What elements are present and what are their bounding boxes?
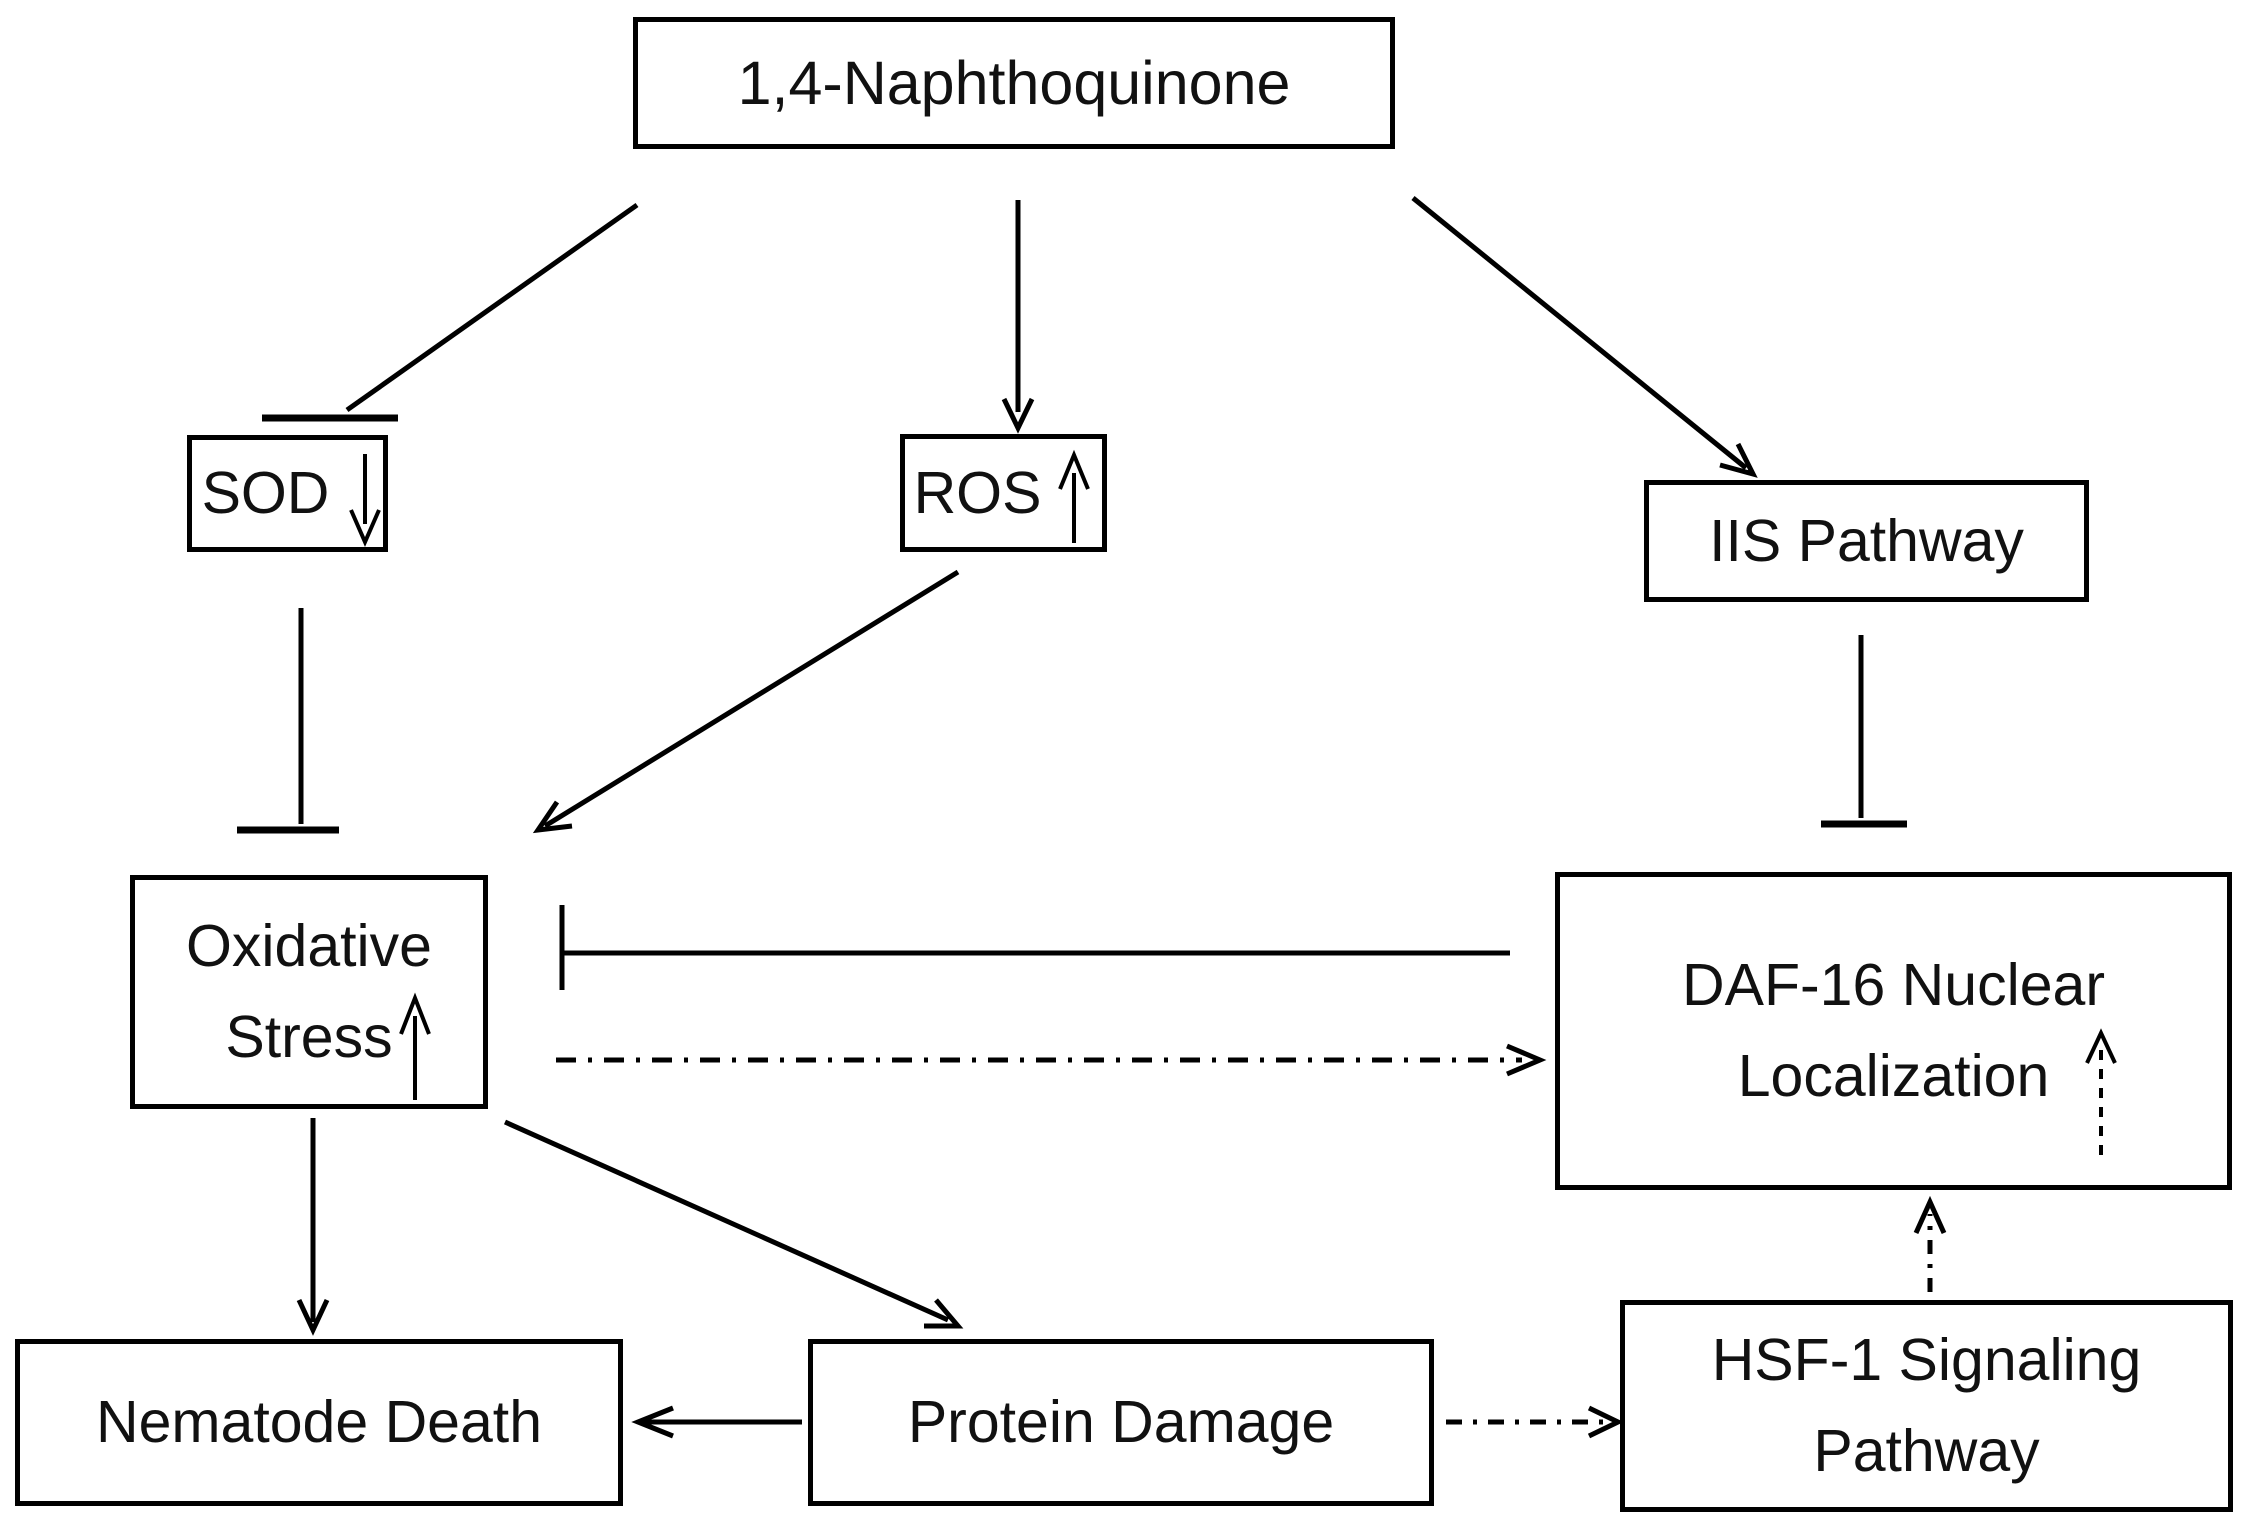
edge-nq-sod-line <box>345 202 639 413</box>
edge-ox-nd-arrowhead <box>296 1298 330 1336</box>
node-iis-pathway-label: IIS Pathway <box>1709 507 2024 574</box>
edge-ox-pd-line <box>503 1119 950 1323</box>
node-iis-pathway: IIS Pathway <box>1644 480 2089 602</box>
edge-pd-nd-arrowhead <box>631 1405 674 1439</box>
edge-ros-ox-line <box>543 569 960 829</box>
node-hsf1: HSF-1 Signaling Pathway <box>1620 1300 2233 1512</box>
edge-nq-ros-arrowhead <box>1001 397 1035 434</box>
node-nematode-death-label: Nematode Death <box>95 1389 543 1455</box>
node-protein-damage: Protein Damage <box>808 1339 1434 1506</box>
node-ros: ROS <box>900 434 1107 552</box>
node-naphthoquinone: 1,4-Naphthoquinone <box>633 17 1395 149</box>
edge-pd-hsf-arrowhead <box>1587 1405 1624 1439</box>
edge-nq-iis-line <box>1411 196 1748 470</box>
dashed-up-arrow-icon <box>2085 1028 2117 1155</box>
node-oxidative-stress-label: Oxidative Stress <box>186 912 432 1070</box>
up-arrow-icon <box>1058 449 1090 543</box>
node-nematode-death: Nematode Death <box>15 1339 623 1506</box>
node-sod: SOD <box>187 435 388 552</box>
edge-hsf-daf-arrowhead <box>1913 1195 1947 1235</box>
edge-ros-ox-arrowhead <box>532 800 573 834</box>
node-protein-damage-label: Protein Damage <box>907 1389 1335 1455</box>
edge-ox-daf-arrowhead <box>1506 1043 1547 1077</box>
node-oxidative-stress: Oxidative Stress <box>130 875 488 1109</box>
edge-nq-iis-arrowhead <box>1719 442 1758 478</box>
node-ros-label: ROS <box>913 459 1042 526</box>
edge-ox-pd-arrowhead <box>924 1298 964 1329</box>
node-naphthoquinone-label: 1,4-Naphthoquinone <box>737 48 1291 117</box>
node-sod-label: SOD <box>201 460 330 526</box>
node-hsf1-label: HSF-1 Signaling Pathway <box>1711 1326 2142 1484</box>
up-arrow-icon <box>399 992 431 1100</box>
node-daf16: DAF-16 Nuclear Localization <box>1555 872 2232 1190</box>
node-daf16-label: DAF-16 Nuclear Localization <box>1682 951 2105 1109</box>
down-arrow-icon <box>349 454 381 547</box>
